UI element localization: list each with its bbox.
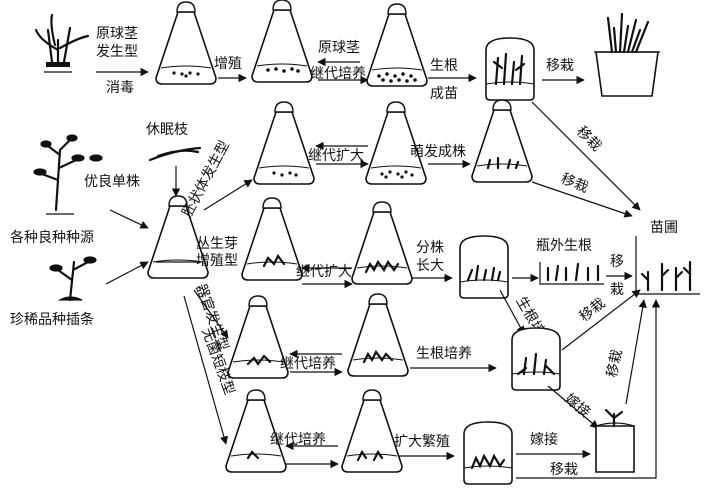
nursery-bed-icon (635, 236, 700, 295)
label-rooting-2: 成苗 (430, 86, 458, 102)
orchid-plant-icon (34, 13, 90, 73)
mother-plant-icon (33, 134, 103, 215)
label-disinfect: 消毒 (106, 80, 134, 96)
culture-flask-icon (351, 201, 413, 285)
culture-flask-icon (241, 197, 303, 281)
culture-flask-icon (366, 3, 428, 87)
label-various-sources: 各种良种种源 (10, 230, 94, 246)
label-corm-subculture-1: 原球茎 (318, 40, 360, 56)
label-corm-type-1: 原球茎 (96, 26, 138, 42)
culture-jar-icon (459, 235, 509, 299)
culture-flask-icon (347, 293, 409, 377)
label-transplant-v1: 移 (610, 254, 624, 270)
culture-flask-icon (253, 101, 315, 185)
label-subculture-expand: 继代扩大 (308, 148, 364, 164)
label-corm-subculture-2: 继代培养 (310, 66, 366, 82)
label-subculture3: 继代培养 (280, 356, 336, 372)
culture-flask-icon (365, 101, 427, 185)
label-transplant-mid1: 移栽 (573, 124, 604, 155)
dormant-branch-icon (148, 146, 202, 162)
label-proliferate: 增殖 (214, 55, 242, 72)
label-transplant-diag1: 移栽 (577, 295, 609, 325)
culture-flask-icon (147, 195, 209, 279)
label-graft-bottom: 嫁接 (530, 431, 558, 448)
label-dormant-branch: 休眠枝 (146, 122, 188, 138)
label-rooting-1: 生根 (430, 58, 458, 74)
label-subculture4: 继代培养 (270, 432, 326, 448)
culture-jar-icon (463, 421, 513, 485)
label-corm-type-2: 发生型 (96, 44, 138, 60)
label-sprouting: 萌发成株 (410, 144, 466, 160)
culture-jar-icon (485, 37, 535, 101)
label-graft-diag: 嫁接 (561, 390, 593, 421)
label-ex-vitro-rooting: 瓶外生根 (536, 238, 592, 254)
label-rooting-culture: 生根培养 (416, 346, 472, 362)
nursery-bed-icon (539, 262, 604, 285)
label-transplant-v2: 栽 (610, 282, 624, 298)
culture-jar-icon (511, 327, 561, 391)
label-bud-type-2: 增殖型 (196, 252, 238, 269)
label-split-grow-1: 分株 (416, 240, 444, 256)
label-transplant-top: 移栽 (546, 58, 574, 74)
potted-plant-icon (594, 12, 660, 97)
label-transplant-diag2: 移栽 (604, 348, 625, 379)
culture-flask-icon (227, 295, 289, 379)
label-split-grow-2: 长大 (416, 258, 444, 274)
label-subculture-expand2: 继代扩大 (296, 264, 352, 280)
label-rare-cuttings: 珍稀品种插条 (10, 311, 94, 328)
label-fine-plant: 优良单株 (84, 174, 140, 190)
label-bud-type-1: 丛生芽 (196, 236, 238, 252)
culture-flask-icon (225, 389, 287, 473)
culture-flask-icon (341, 389, 403, 473)
graft-pot-icon (595, 408, 635, 473)
cutting-icon (49, 256, 97, 302)
label-transplant-bottom: 移栽 (550, 462, 578, 478)
culture-flask-icon (251, 0, 313, 83)
label-nursery: 苗圃 (650, 220, 678, 236)
culture-flask-icon (471, 99, 533, 183)
culture-flask-icon (155, 1, 217, 85)
label-expand-propagate: 扩大繁殖 (394, 433, 450, 450)
